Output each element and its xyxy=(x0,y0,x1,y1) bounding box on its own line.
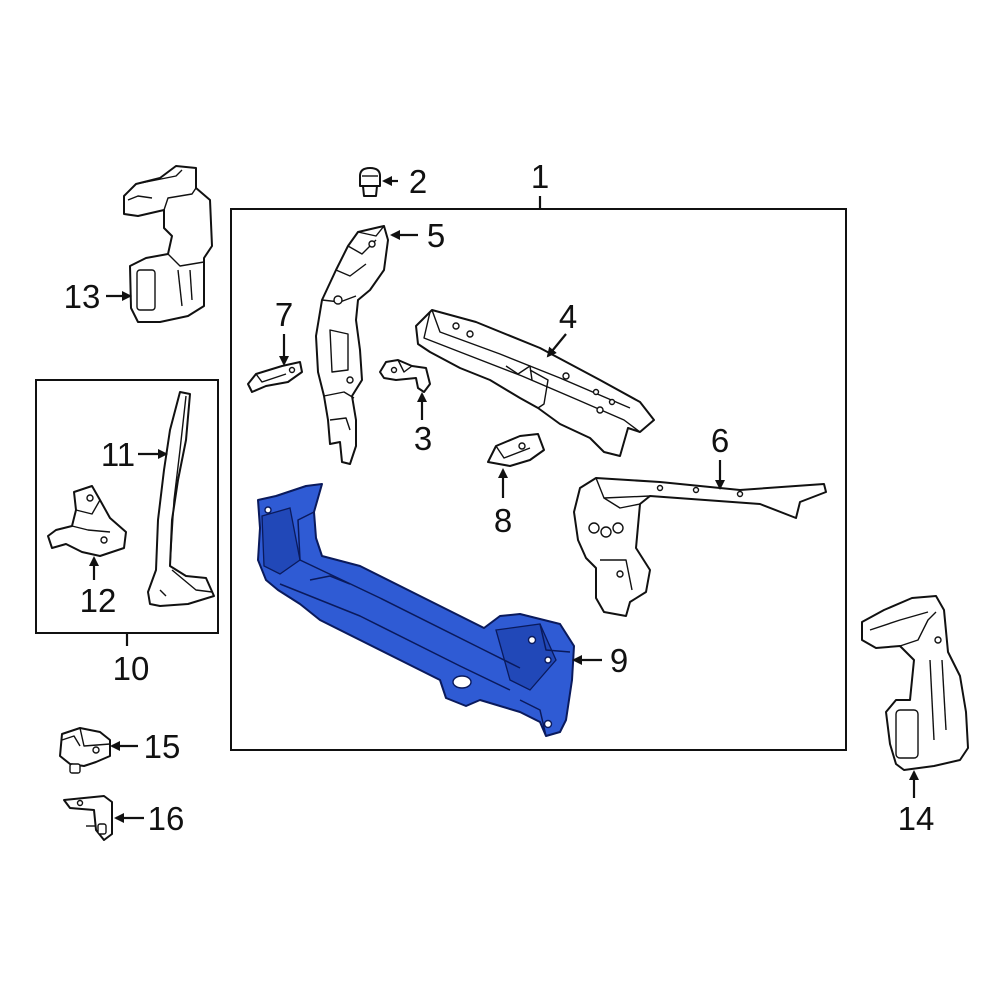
part-7-bracket[interactable] xyxy=(247,361,303,393)
part-11-pillar[interactable] xyxy=(147,391,215,607)
part-8-bracket[interactable] xyxy=(487,433,545,467)
assembly-frame-1 xyxy=(230,208,847,751)
callout-1: 1 xyxy=(531,158,549,195)
callout-14: 14 xyxy=(898,800,935,837)
part-13-shield[interactable] xyxy=(123,165,213,323)
callout-8: 8 xyxy=(494,502,512,539)
part-4-upper-tie-bar[interactable] xyxy=(415,309,655,457)
callout-9: 9 xyxy=(610,642,628,679)
callout-10: 10 xyxy=(113,650,150,687)
callout-6: 6 xyxy=(711,422,729,459)
part-15-sensor[interactable] xyxy=(59,727,111,774)
callout-5: 5 xyxy=(427,217,445,254)
callout-2: 2 xyxy=(409,163,427,200)
part-14-shield[interactable] xyxy=(861,595,969,771)
callout-12: 12 xyxy=(80,582,117,619)
leader-4 xyxy=(546,333,567,358)
part-3-bracket[interactable] xyxy=(379,359,431,393)
callout-15: 15 xyxy=(144,728,181,765)
callout-16: 16 xyxy=(148,800,185,837)
callout-11: 11 xyxy=(101,436,135,473)
callout-13: 13 xyxy=(64,278,101,315)
part-6-side-member[interactable] xyxy=(573,477,827,617)
callout-7: 7 xyxy=(275,296,293,333)
part-2-plug[interactable] xyxy=(359,167,381,197)
part-12-bracket[interactable] xyxy=(47,485,127,557)
part-16-bracket[interactable] xyxy=(63,795,113,841)
callout-4: 4 xyxy=(559,298,577,335)
callout-3: 3 xyxy=(414,420,432,457)
part-5-side-support[interactable] xyxy=(315,225,389,465)
part-9-lower-tie-bar[interactable] xyxy=(257,483,575,737)
